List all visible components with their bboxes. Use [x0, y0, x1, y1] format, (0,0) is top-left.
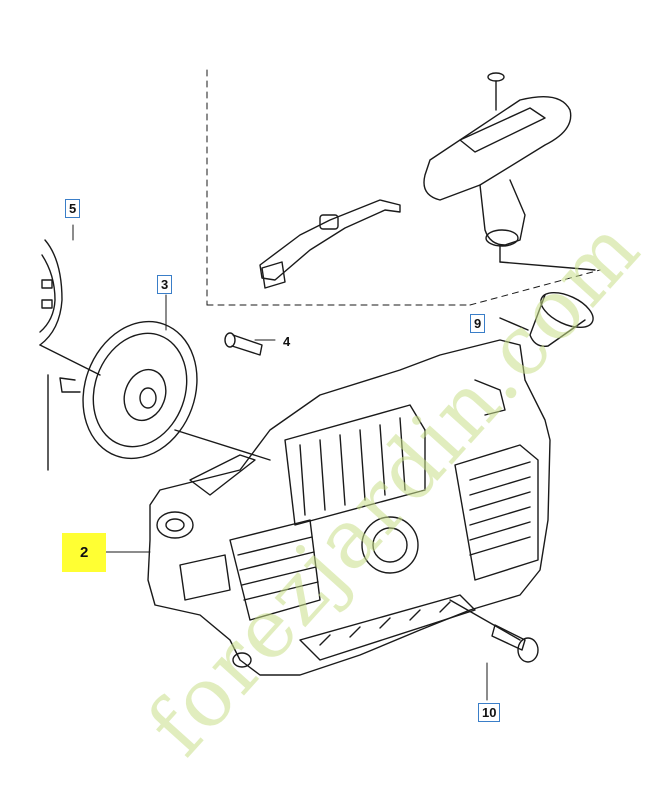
screw-4: [224, 332, 263, 356]
callout-9: 9: [470, 314, 486, 333]
callout-5: 5: [65, 199, 81, 218]
rope-pulley: [47, 320, 271, 471]
callout-10: 10: [478, 703, 501, 722]
callout-4: 4: [283, 334, 291, 349]
leader-lines: [72, 224, 488, 701]
starter-cover: [147, 339, 551, 676]
handle-group-box: [206, 69, 601, 306]
screw-10: [491, 624, 539, 663]
spring-housing: [39, 239, 101, 376]
starter-handle: [423, 72, 596, 271]
rope-guide: [499, 291, 594, 347]
handle-strap: [259, 199, 401, 289]
callout-3: 3: [157, 275, 173, 294]
callout-2: 2: [62, 533, 107, 572]
